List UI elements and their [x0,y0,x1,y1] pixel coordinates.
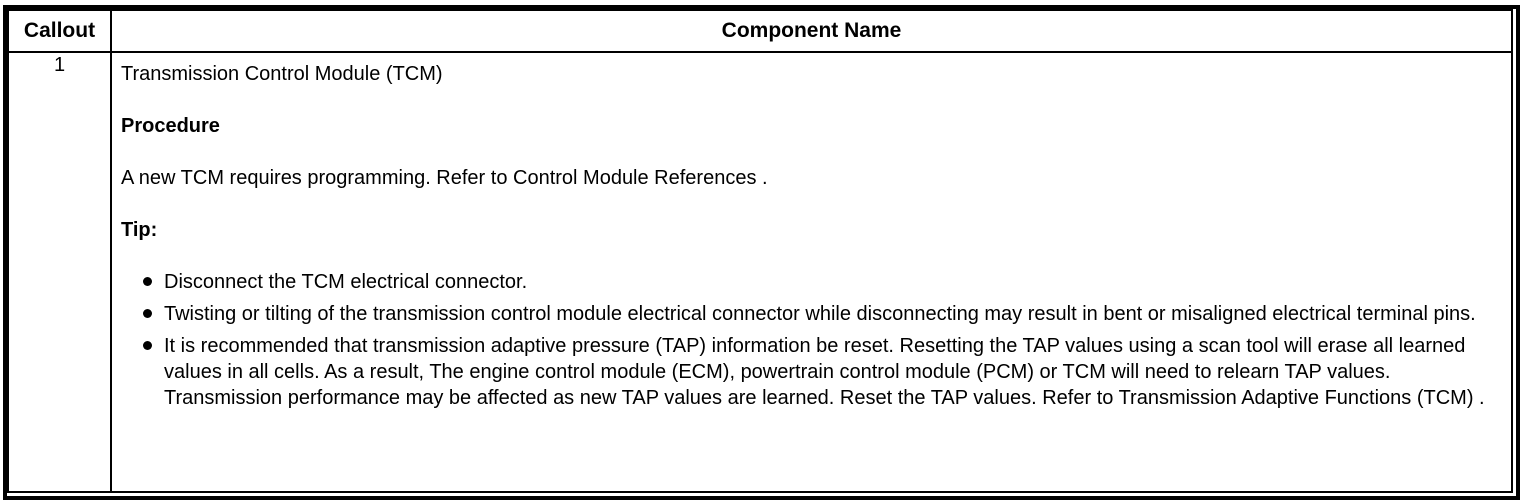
list-item: Disconnect the TCM electrical connector. [141,269,1499,295]
tip-heading: Tip: [121,219,158,241]
table-row: 1 Transmission Control Module (TCM) Proc… [7,51,1513,493]
header-row: Callout Component Name [7,9,1513,53]
component-title: Transmission Control Module (TCM) [121,63,443,85]
component-cell: Transmission Control Module (TCM) Proced… [110,51,1513,493]
table-frame: Callout Component Name 1 Transmission Co… [3,5,1520,500]
list-item: Twisting or tilting of the transmission … [141,301,1499,327]
list-item: It is recommended that transmission adap… [141,333,1499,411]
component-name-column-header: Component Name [110,9,1513,53]
tip-list: Disconnect the TCM electrical connector.… [121,269,1499,411]
component-table: Callout Component Name 1 Transmission Co… [7,9,1513,493]
procedure-text: A new TCM requires programming. Refer to… [121,167,768,189]
callout-column-header: Callout [7,9,112,53]
procedure-heading: Procedure [121,115,220,137]
callout-number: 1 [7,51,112,493]
